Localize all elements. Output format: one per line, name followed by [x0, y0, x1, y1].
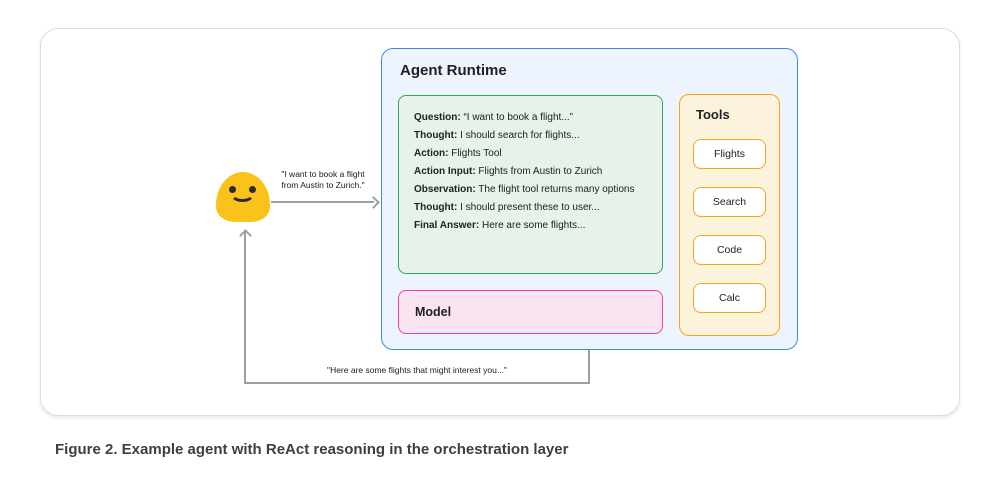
model-label: Model — [415, 305, 452, 319]
tool-button-calc: Calc — [693, 283, 766, 313]
request-arrow-line — [271, 201, 374, 203]
react-label: Final Answer: — [414, 220, 480, 231]
tool-button-search: Search — [693, 187, 766, 217]
figure-caption: Figure 2. Example agent with ReAct reaso… — [55, 441, 569, 458]
request-label-line2: from Austin to Zurich." — [281, 179, 365, 190]
react-text: “I want to book a flight...” — [460, 112, 573, 123]
react-text: I should search for flights... — [457, 130, 580, 141]
react-line-final-answer: Final Answer: Here are some flights... — [414, 217, 652, 235]
react-label: Thought: — [414, 130, 458, 141]
react-label: Action: — [414, 148, 449, 159]
react-line-question: Question: “I want to book a flight...” — [414, 109, 652, 127]
react-label: Thought: — [414, 202, 458, 213]
react-text: I should present these to user... — [457, 202, 600, 213]
request-label: "I want to book a flight from Austin to … — [266, 169, 380, 190]
model-box: Model — [398, 290, 663, 334]
agent-runtime-title: Agent Runtime — [400, 62, 507, 79]
react-label: Question: — [414, 112, 461, 123]
tools-panel: Tools Flights Search Code Calc — [679, 94, 780, 336]
tools-title: Tools — [696, 107, 730, 122]
emoji-smile — [230, 185, 255, 202]
react-line-thought1: Thought: I should search for flights... — [414, 127, 652, 145]
response-path-horizontal — [244, 382, 590, 384]
react-line-observation: Observation: The flight tool returns man… — [414, 181, 652, 199]
response-label: "Here are some flights that might intere… — [327, 365, 507, 375]
request-label-line1: "I want to book a flight — [281, 169, 365, 179]
tool-button-flights: Flights — [693, 139, 766, 169]
react-text: Here are some flights... — [479, 220, 586, 231]
react-label: Action Input: — [414, 166, 476, 177]
react-line-action: Action: Flights Tool — [414, 145, 652, 163]
response-path-down — [588, 350, 590, 384]
react-line-thought2: Thought: I should present these to user.… — [414, 199, 652, 217]
response-path-up — [244, 232, 246, 383]
react-text: The flight tool returns many options — [475, 184, 635, 195]
react-line-action-input: Action Input: Flights from Austin to Zur… — [414, 163, 652, 181]
react-text: Flights from Austin to Zurich — [475, 166, 603, 177]
tool-button-code: Code — [693, 235, 766, 265]
react-trace-box: Question: “I want to book a flight...” T… — [398, 95, 663, 274]
react-text: Flights Tool — [448, 148, 502, 159]
agent-runtime-box: Agent Runtime Question: “I want to book … — [381, 48, 798, 350]
user-smiley-icon — [216, 172, 270, 222]
react-label: Observation: — [414, 184, 476, 195]
